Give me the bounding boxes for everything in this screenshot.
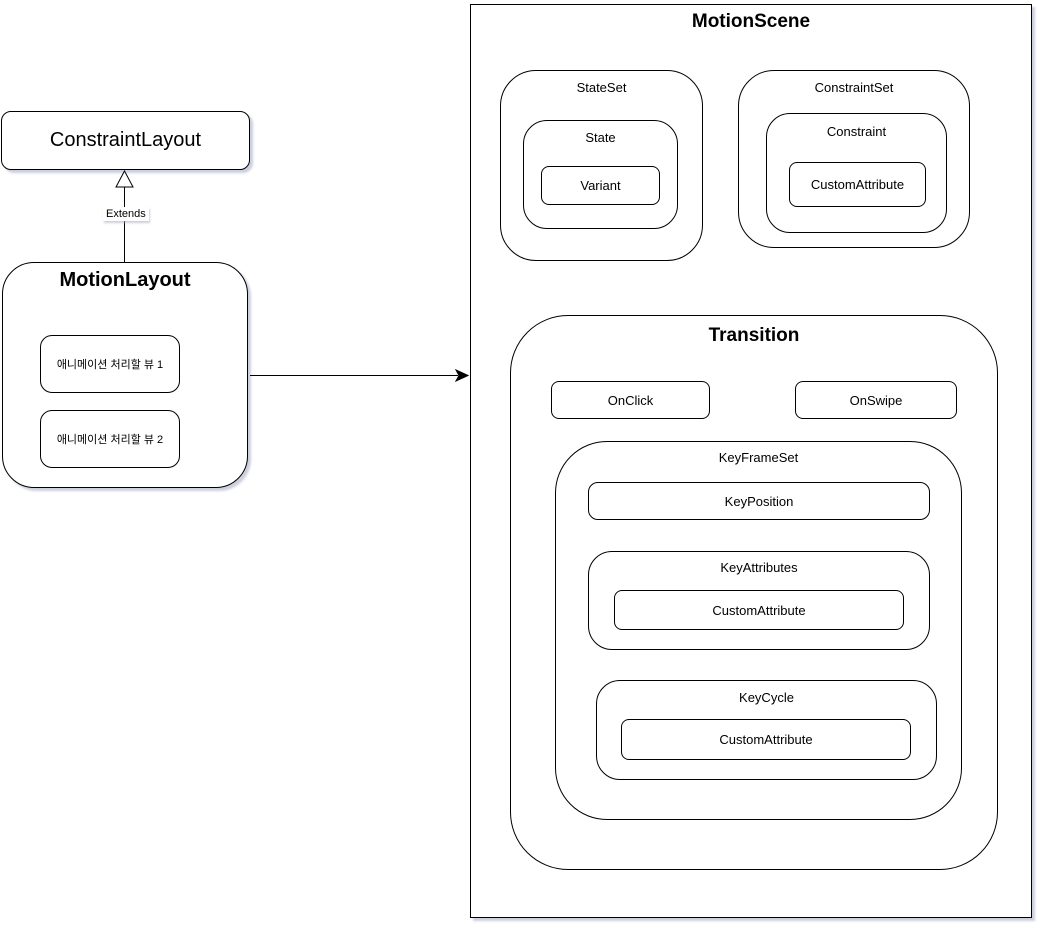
motion-layout-to-motion-scene-arrow [250,368,470,383]
state-set-label: StateSet [576,80,627,95]
on-swipe-box: OnSwipe [795,381,957,419]
on-click-box: OnClick [551,381,710,419]
animated-view-1-box: 애니메이션 처리할 뷰 1 [40,335,180,393]
key-cycle-custom-attribute-box: CustomAttribute [621,719,911,760]
constraint-set-label: ConstraintSet [814,80,894,95]
extends-edge-label: Extends [103,207,149,221]
constraint-layout-label: ConstraintLayout [49,129,202,151]
constraint-label: Constraint [826,124,887,139]
motion-layout-label: MotionLayout [59,269,191,291]
key-cycle-label: KeyCycle [739,690,794,705]
key-attributes-custom-attribute-box: CustomAttribute [614,590,904,630]
transition-label: Transition [708,325,800,346]
constraint-layout-box: ConstraintLayout [1,111,250,170]
key-position-box: KeyPosition [588,482,930,520]
variant-box: Variant [541,166,660,205]
motion-scene-label: MotionScene [691,11,811,32]
key-attributes-label: KeyAttributes [720,560,798,575]
constraint-custom-attribute-box: CustomAttribute [789,162,926,207]
state-label: State [585,130,616,145]
key-frame-set-label: KeyFrameSet [718,450,799,465]
animated-view-2-box: 애니메이션 처리할 뷰 2 [40,410,180,468]
